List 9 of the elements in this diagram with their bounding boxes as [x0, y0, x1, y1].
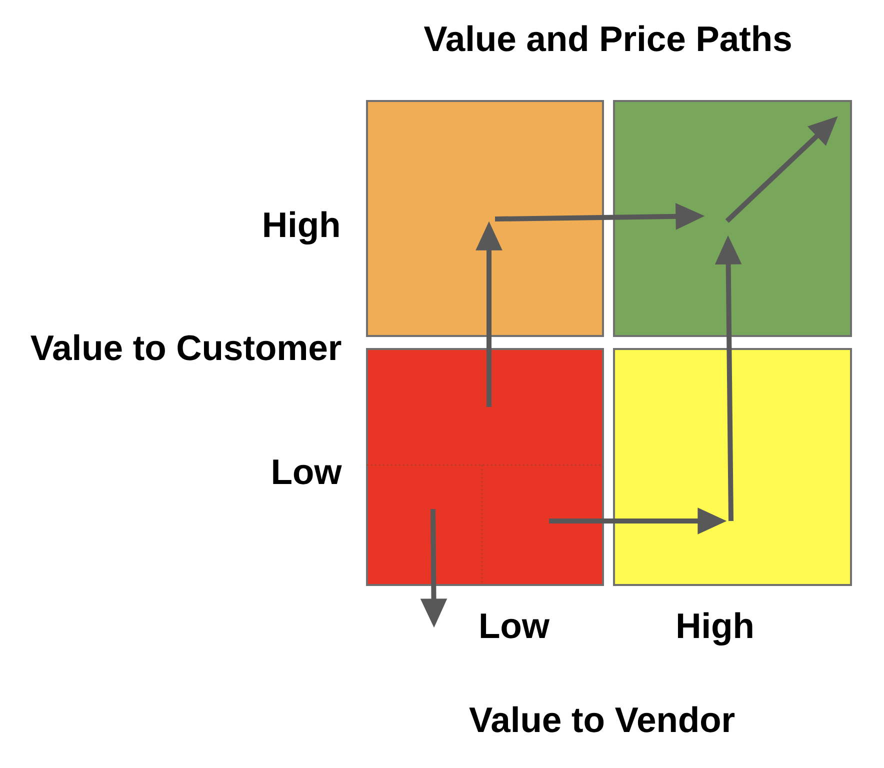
axis-title: Value to Vendor	[469, 706, 735, 732]
title: Value and Price Paths	[424, 25, 791, 52]
level-label: High	[678, 612, 752, 646]
quadrant-box	[613, 348, 852, 586]
axis-title: Value to Customer	[30, 334, 342, 360]
quadrant-box	[366, 348, 604, 586]
quadrant-box	[613, 100, 852, 337]
level-label: Low	[480, 614, 550, 638]
quadrant-box	[366, 100, 604, 337]
